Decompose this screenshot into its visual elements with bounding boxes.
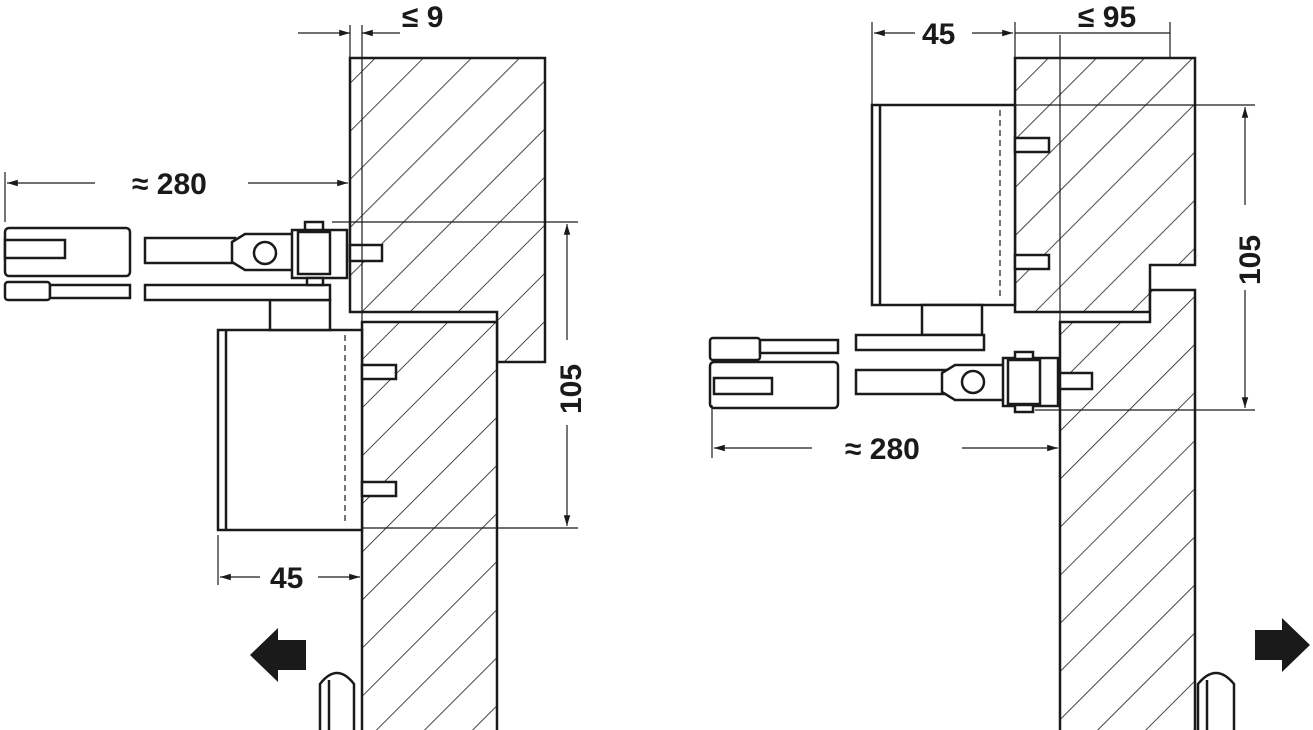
right-arm-assembly	[708, 333, 1094, 414]
right-hinge-pin	[1196, 671, 1236, 730]
right-dim-height: 105	[1234, 107, 1267, 408]
right-view: 45 ≤ 95 105 ≈ 280	[708, 1, 1310, 730]
right-frame-gap-label: ≤ 95	[1078, 1, 1136, 34]
left-closer-depth-label: 45	[270, 562, 303, 595]
left-height-label: 105	[555, 364, 588, 414]
right-dim-arm-length: ≈ 280	[711, 405, 1058, 466]
left-arm-assembly	[3, 220, 384, 302]
right-closer-body	[870, 103, 1051, 307]
right-door-frame	[1013, 56, 1197, 314]
left-door-leaf	[360, 320, 499, 730]
left-dim-arm-length: ≈ 280	[4, 168, 348, 222]
left-hinge-pin	[318, 671, 356, 730]
left-frame-gap-label: ≤ 9	[402, 1, 443, 34]
right-arm-mount	[920, 303, 984, 337]
left-view: ≤ 9 ≈ 280 105 45	[3, 1, 588, 730]
left-arm-mount	[268, 298, 332, 332]
left-arm-length-label: ≈ 280	[132, 168, 207, 201]
left-closer-body	[216, 328, 398, 532]
left-dim-frame-gap: ≤ 9	[298, 1, 443, 322]
right-arm-length-label: ≈ 280	[845, 433, 920, 466]
left-dim-height: 105	[555, 224, 588, 526]
right-dim-frame-gap: ≤ 95	[1015, 1, 1171, 322]
left-dim-closer-depth: 45	[217, 535, 360, 595]
right-door-leaf	[1058, 288, 1197, 730]
right-arrow-icon	[1255, 618, 1310, 672]
right-dim-closer-depth: 45	[871, 18, 1016, 105]
left-door-frame	[348, 56, 547, 364]
left-arrow-icon	[250, 628, 306, 682]
right-height-label: 105	[1234, 235, 1267, 285]
right-closer-depth-label: 45	[922, 18, 955, 51]
